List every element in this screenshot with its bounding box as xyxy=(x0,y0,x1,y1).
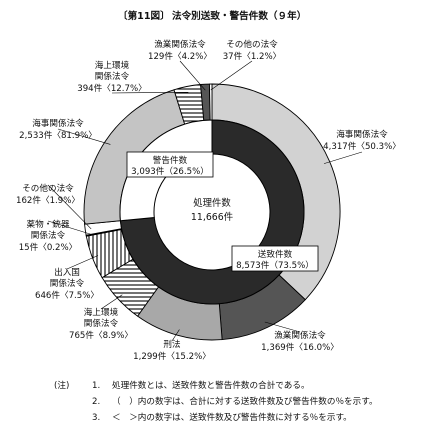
note-mark: (注) xyxy=(54,379,69,391)
note-1-num: 1. xyxy=(92,381,100,391)
note-3-num: 3. xyxy=(92,413,100,423)
label-sent-maritime-value: 4,317件〈50.3%〉 xyxy=(323,140,401,152)
label-warn-environment-2: 関係法令 xyxy=(95,70,130,82)
note-1-text: 処理件数とは、送致件数と警告件数の合計である。 xyxy=(112,379,310,391)
leader-line-10 xyxy=(210,60,253,91)
label-sent-other: その他の法令 xyxy=(22,182,74,194)
label-sent-fishery-value: 1,369件〈16.0%〉 xyxy=(261,341,339,353)
warning-count-value: 3,093件（26.5%） xyxy=(131,165,209,177)
notes: (注) 1. 処理件数とは、送致件数と警告件数の合計である。 2. （ ）内の数… xyxy=(54,379,378,423)
label-sent-maritime: 海事関係法令 xyxy=(336,128,388,140)
label-sent-environment-2: 関係法令 xyxy=(84,317,119,329)
label-sent-immigration: 出入国 xyxy=(54,266,80,278)
label-sent-environment: 海上環境 xyxy=(84,306,119,318)
leader-line-8 xyxy=(111,92,189,94)
label-sent-drugs-value: 15件〈0.2%〉 xyxy=(19,241,78,253)
label-sent-immigration-2: 関係法令 xyxy=(50,277,85,289)
label-sent-other-value: 162件〈1.9%〉 xyxy=(16,194,80,206)
label-warn-maritime: 海事関係法令 xyxy=(32,117,84,129)
label-sent-drugs: 薬物・銃器 xyxy=(27,218,70,230)
label-sent-fishery: 漁業関係法令 xyxy=(274,329,326,341)
leader-line-6 xyxy=(47,184,92,230)
leader-line-4 xyxy=(66,255,99,270)
label-sent-criminal: 刑法 xyxy=(163,338,181,350)
leader-line-3 xyxy=(100,294,123,310)
leader-line-1 xyxy=(264,321,301,333)
note-2-num: 2. xyxy=(92,397,100,407)
chart-title: 法令別送致・警告件数（９年） xyxy=(172,10,306,22)
warning-count-label: 警告件数 xyxy=(153,154,188,166)
note-2-text: （ ）内の数字は、合計に対する送致件数及び警告件数の％を示す。 xyxy=(112,395,378,407)
label-warn-fishery-value: 129件〈4.2%〉 xyxy=(148,50,212,62)
sent-label-box xyxy=(231,245,319,272)
sent-count-value: 8,573件（73.5%） xyxy=(236,259,314,271)
leader-line-0 xyxy=(323,151,363,164)
total-value: 11,666件 xyxy=(191,211,233,223)
leader-line-2 xyxy=(171,329,180,342)
label-warn-environment-value: 394件〈12.7%〉 xyxy=(77,82,147,94)
label-warn-maritime-value: 2,533件〈81.9%〉 xyxy=(19,129,97,141)
leader-line-7 xyxy=(57,128,111,145)
note-3-text: ＜ ＞内の数字は、送致件数及び警告件数に対する％を示す。 xyxy=(112,411,352,423)
leader-line-9 xyxy=(179,60,206,91)
leader-lines xyxy=(47,60,363,342)
label-sent-immigration-value: 646件〈7.5%〉 xyxy=(35,289,99,301)
warning-label-box xyxy=(126,151,214,178)
label-sent-criminal-value: 1,299件〈15.2%〉 xyxy=(133,350,211,362)
leader-line-5 xyxy=(47,220,93,235)
label-warn-other-value: 37件〈1.2%〉 xyxy=(223,50,282,62)
label-warn-environment: 海上環境 xyxy=(95,59,130,71)
label-warn-other: その他の法令 xyxy=(226,38,278,50)
total-label: 処理件数 xyxy=(193,197,231,209)
label-warn-fishery: 漁業関係法令 xyxy=(154,38,206,50)
label-sent-environment-value: 765件〈8.9%〉 xyxy=(69,329,133,341)
chart-title-prefix: 〔第11図〕 xyxy=(118,10,170,22)
label-sent-drugs-2: 関係法令 xyxy=(31,229,66,241)
sent-count-label: 送致件数 xyxy=(258,248,293,260)
